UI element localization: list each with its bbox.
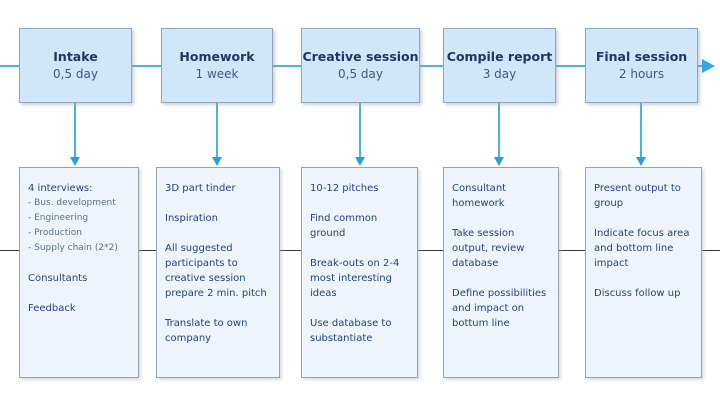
arrow-right-icon: [702, 59, 715, 73]
down-connector-line: [74, 103, 76, 159]
stage-title: Homework: [179, 49, 255, 64]
detail-text: 4 interviews:: [28, 183, 93, 194]
stage-box-creative-session: Creative session 0,5 day: [301, 28, 420, 103]
detail-text: 3D part tinder: [165, 183, 236, 194]
down-connector-line: [498, 103, 500, 159]
stage-duration: 3 day: [482, 67, 517, 81]
stage-duration: 0,5 day: [53, 67, 98, 81]
stage-title: Intake: [53, 49, 98, 64]
down-connector-line: [216, 103, 218, 159]
detail-text: All suggested participants to creative s…: [165, 243, 267, 299]
detail-box-homework: 3D part tinder Inspiration All suggested…: [156, 167, 280, 378]
stage-title: Creative session: [302, 49, 419, 64]
detail-box-intake: 4 interviews: - Bus. development - Engin…: [19, 167, 139, 378]
detail-box-compile-report: Consultant homework Take session output,…: [443, 167, 559, 378]
arrow-down-icon: [70, 157, 80, 166]
arrow-down-icon: [494, 157, 504, 166]
detail-text: Find common ground: [310, 213, 378, 239]
detail-text: Feedback: [28, 303, 76, 314]
stage-duration: 0,5 day: [338, 67, 383, 81]
detail-text: Inspiration: [165, 213, 219, 224]
arrow-down-icon: [636, 157, 646, 166]
detail-list-item: - Supply chain (2*2): [28, 243, 118, 253]
stage-duration: 1 week: [195, 67, 239, 81]
detail-list-item: - Engineering: [28, 213, 89, 223]
detail-box-final-session: Present output to group Indicate focus a…: [585, 167, 702, 378]
down-connector-line: [359, 103, 361, 159]
detail-list-item: - Bus. development: [28, 198, 116, 208]
detail-text: Consultant homework: [452, 183, 507, 209]
detail-text: Consultants: [28, 273, 88, 284]
detail-list-item: - Production: [28, 228, 82, 238]
stage-box-final-session: Final session 2 hours: [585, 28, 698, 103]
detail-text: Define possibilities and impact on bottu…: [452, 288, 547, 329]
arrow-down-icon: [355, 157, 365, 166]
detail-text: Translate to own company: [165, 318, 248, 344]
detail-box-creative-session: 10-12 pitches Find common ground Break-o…: [301, 167, 418, 378]
stage-box-compile-report: Compile report 3 day: [443, 28, 556, 103]
detail-text: Take session output, review database: [452, 228, 525, 269]
detail-text: 10-12 pitches: [310, 183, 379, 194]
stage-duration: 2 hours: [618, 67, 665, 81]
stage-title: Final session: [595, 49, 688, 64]
down-connector-line: [640, 103, 642, 159]
stage-title: Compile report: [446, 49, 553, 64]
detail-text: Break-outs on 2-4 most interesting ideas: [310, 258, 400, 299]
detail-text: Indicate focus area and bottom line impa…: [594, 228, 690, 269]
detail-text: Discuss follow up: [594, 288, 681, 299]
detail-text: Use database to substantiate: [310, 318, 392, 344]
stage-box-homework: Homework 1 week: [161, 28, 273, 103]
stage-box-intake: Intake 0,5 day: [19, 28, 132, 103]
arrow-down-icon: [212, 157, 222, 166]
detail-text: Present output to group: [594, 183, 681, 209]
